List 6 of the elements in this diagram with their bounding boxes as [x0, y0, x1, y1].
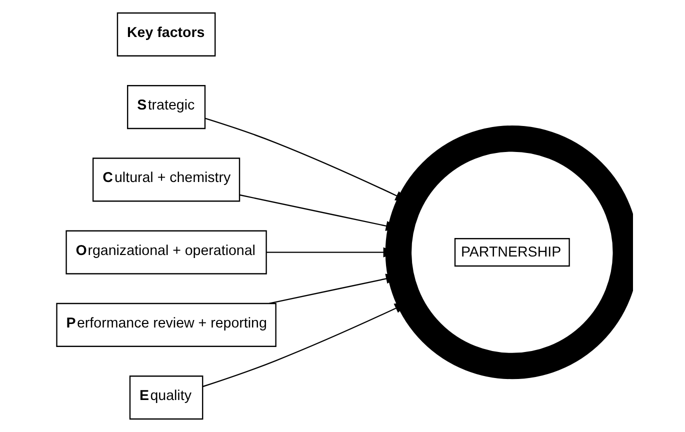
- node-box: Strategic: [127, 85, 206, 130]
- node-box: Cultural + chemistry: [92, 158, 240, 202]
- node-box: Performance review + reporting: [56, 302, 276, 347]
- node-box: Organizational + operational: [66, 230, 267, 274]
- node-box: Key factors: [116, 12, 216, 56]
- node-box: Equality: [129, 376, 204, 420]
